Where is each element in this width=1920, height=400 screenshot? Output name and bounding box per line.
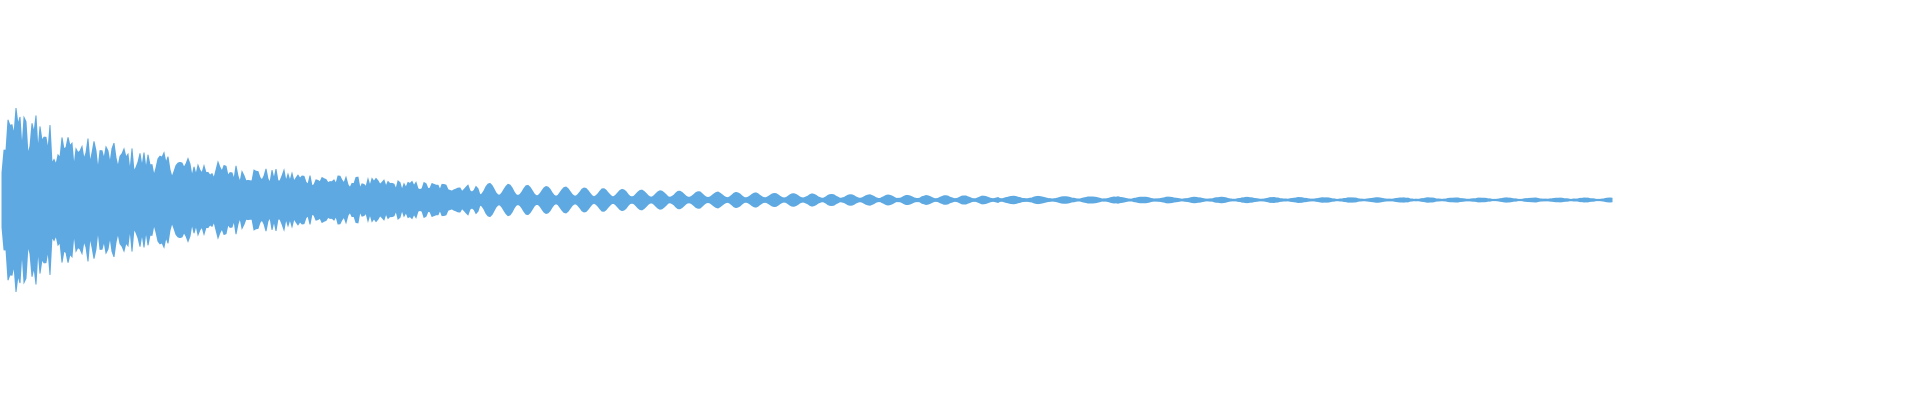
waveform-shape (1, 107, 1613, 293)
